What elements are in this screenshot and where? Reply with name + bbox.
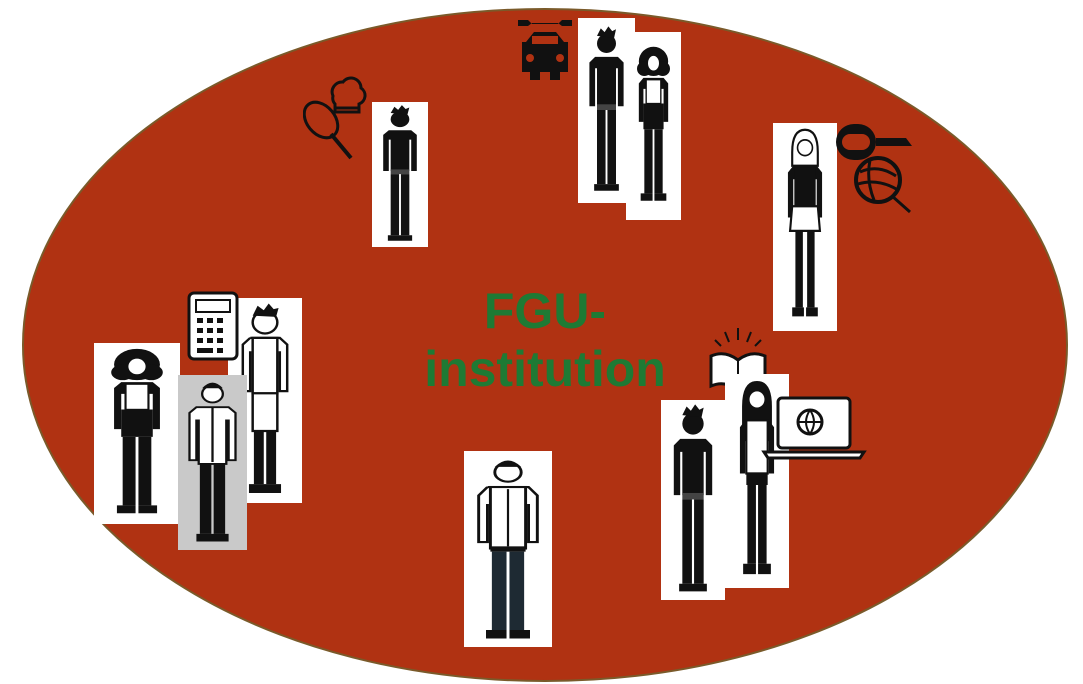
laptop-globe-icon — [760, 394, 868, 462]
center-label: FGU- institution — [400, 282, 690, 398]
person-card-man-in-jacket — [178, 375, 247, 550]
center-label-line2: institution — [424, 341, 666, 397]
person-card-young-woman — [773, 123, 837, 331]
person-card-young-man — [372, 102, 428, 247]
car-wrench-icon — [510, 12, 580, 94]
calculator-icon — [186, 290, 240, 362]
person-card-curly-woman — [94, 343, 180, 524]
tape-measure-yarn-icon — [830, 118, 918, 214]
person-card-curly-woman — [626, 32, 681, 220]
person-card-man-in-shirt — [464, 451, 552, 647]
chef-hat-whisk-icon — [303, 76, 375, 168]
center-label-line1: FGU- — [483, 283, 607, 339]
person-card-young-man — [661, 400, 725, 600]
person-card-young-man — [578, 18, 635, 203]
